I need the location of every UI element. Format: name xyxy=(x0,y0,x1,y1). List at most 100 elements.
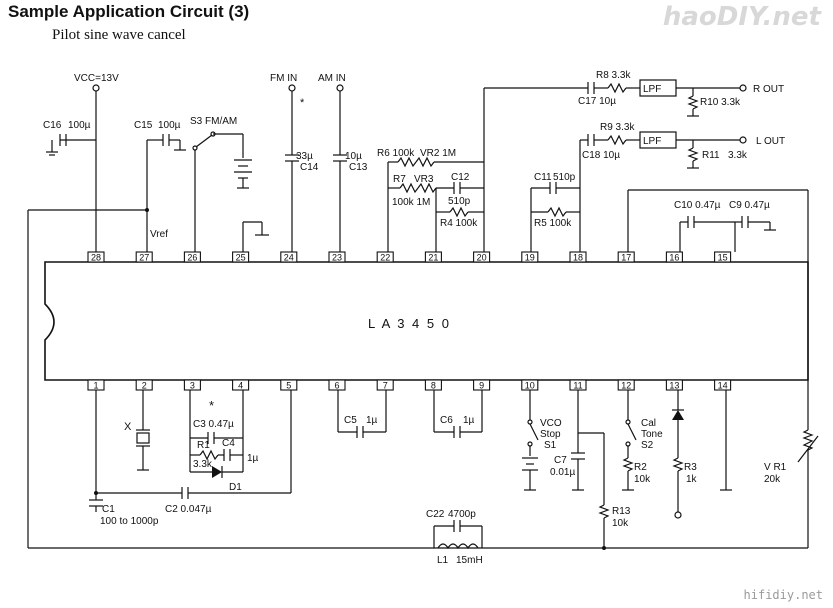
cal-label: Cal xyxy=(641,418,656,429)
l1-label: L1 xyxy=(437,555,449,566)
ic-pin-number: 6 xyxy=(334,381,339,391)
vco-label: VCO xyxy=(540,418,562,429)
pin17-16-15-wiring xyxy=(627,189,809,430)
cal-tone-switch xyxy=(622,390,637,491)
r11-resistor xyxy=(687,147,699,162)
ic-pin-number: 15 xyxy=(718,253,728,263)
ic-pin-number: 12 xyxy=(621,381,631,391)
ic-pin-number: 28 xyxy=(91,253,101,263)
am-in-label: AM IN xyxy=(318,73,346,84)
r1-resistor xyxy=(199,449,219,461)
vr2-resistor xyxy=(415,156,435,168)
fm-star: * xyxy=(300,97,305,109)
r-out-chain xyxy=(483,79,747,162)
ic-pin-box xyxy=(328,251,346,263)
c5-label: C5 xyxy=(344,415,357,426)
r10-resistor xyxy=(687,95,699,110)
crystal-x xyxy=(136,390,150,471)
vr1-value: 20k xyxy=(764,474,781,485)
c3-star: * xyxy=(209,398,214,413)
c14-value: 33µ xyxy=(296,151,313,162)
ic-pin-number: 25 xyxy=(236,253,246,263)
watermark-logo: haoDIY.net xyxy=(662,2,821,32)
c11-value: 510p xyxy=(553,172,576,183)
c12-value: 510p xyxy=(448,196,471,207)
vref-wiring xyxy=(27,134,808,549)
c18-label: C18 10µ xyxy=(582,150,620,161)
fm-in-terminal xyxy=(288,84,296,92)
r9-resistor xyxy=(607,134,627,146)
pin3-4-network xyxy=(189,390,244,478)
page-title: Sample Application Circuit (3) xyxy=(8,2,250,21)
r8-resistor xyxy=(607,82,627,94)
vr1-pot xyxy=(797,429,819,548)
r-out-label: R OUT xyxy=(753,84,784,95)
ic-pin-box xyxy=(280,379,298,391)
r1-label: R1 xyxy=(197,440,210,451)
ic-pin-box xyxy=(617,379,635,391)
s3-switch xyxy=(192,131,252,252)
c1-label: C1 xyxy=(102,504,115,515)
ic-pin-number: 9 xyxy=(479,381,484,391)
r3-label: R3 xyxy=(684,462,697,473)
ic-pin-number: 5 xyxy=(286,381,291,391)
c13-label: C13 xyxy=(349,162,368,173)
s2-label: S2 xyxy=(641,440,654,451)
r9-label: R9 3.3k xyxy=(600,122,635,133)
c13-value: 10µ xyxy=(345,151,362,162)
c10-label: C10 0.47µ xyxy=(674,200,721,211)
r8-label: R8 3.3k xyxy=(596,70,631,81)
vr3-resistor xyxy=(417,182,437,194)
ic-pin-number: 14 xyxy=(718,381,728,391)
r13-resistor xyxy=(598,504,610,519)
ic-pin-number: 20 xyxy=(477,253,487,263)
r-out-terminal xyxy=(739,84,747,92)
ic-pin-number: 8 xyxy=(431,381,436,391)
ic-pin-box xyxy=(183,379,201,391)
pin19-18-network xyxy=(530,150,581,252)
l1-value: 15mH xyxy=(456,555,483,566)
am-in-terminal xyxy=(336,84,344,92)
ic-pin-box xyxy=(135,379,153,391)
c15-value: 100µ xyxy=(158,120,181,131)
vr1-label: V R1 xyxy=(764,462,787,473)
ic-pin-number: 1 xyxy=(93,381,98,391)
r1-value: 3.3k xyxy=(193,459,213,470)
vr1-resistor xyxy=(802,429,814,451)
r3-value: 1k xyxy=(686,474,698,485)
ic-pin-box xyxy=(328,379,346,391)
r7-resistor xyxy=(399,182,419,194)
ic-pin-box xyxy=(232,251,250,263)
ic-pin-number: 19 xyxy=(525,253,535,263)
lpf-label-l: LPF xyxy=(643,136,661,147)
lpf-label-r: LPF xyxy=(643,84,661,95)
ic-pin-number: 22 xyxy=(380,253,390,263)
ic-pin-number: 21 xyxy=(428,253,438,263)
ic-pin-box xyxy=(376,251,394,263)
vr3-label: VR3 xyxy=(414,174,434,185)
c16-value: 100µ xyxy=(68,120,91,131)
r7-vr3-values: 100k 1M xyxy=(392,197,430,208)
r13-label: R13 xyxy=(612,506,631,517)
fm-in-label: FM IN xyxy=(270,73,297,84)
c5-value: 1µ xyxy=(366,415,378,426)
r2-label: R2 xyxy=(634,462,647,473)
l-out-label: L OUT xyxy=(756,136,785,147)
ic-pin-box xyxy=(135,251,153,263)
ic-pin-number: 11 xyxy=(573,381,582,391)
r2-value: 10k xyxy=(634,474,651,485)
vr2-label: VR2 1M xyxy=(420,148,456,159)
ic-pin-box xyxy=(714,251,732,263)
ic-pin-number: 10 xyxy=(525,381,535,391)
vcc-label: VCC=13V xyxy=(74,73,119,84)
c11-label: C11 xyxy=(534,172,552,183)
junction-dot xyxy=(145,208,149,212)
r6-resistor xyxy=(397,156,417,168)
ic-pin-box xyxy=(232,379,250,391)
r4-resistor xyxy=(449,206,469,218)
c6-label: C6 xyxy=(440,415,453,426)
ic-pin-number: 17 xyxy=(621,253,631,263)
c2-label: C2 0.047µ xyxy=(165,504,212,515)
pin14-ground xyxy=(720,390,732,491)
r10-label: R10 3.3k xyxy=(700,97,741,108)
